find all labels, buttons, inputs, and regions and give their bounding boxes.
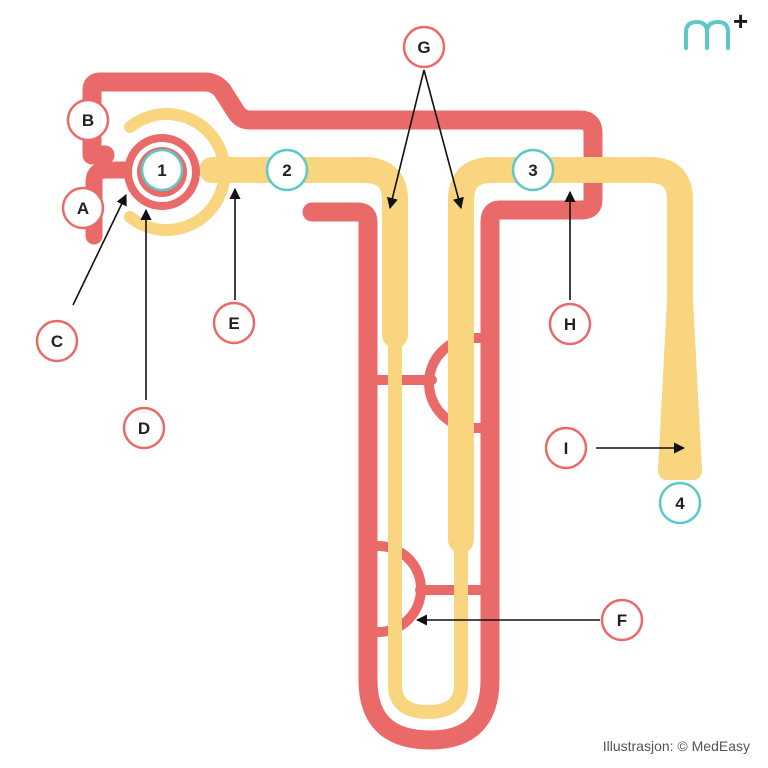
label-i: I (544, 426, 588, 470)
label-e-text: E (228, 314, 239, 333)
medeasy-logo: + m (684, 6, 748, 50)
label-i-text: I (564, 439, 569, 458)
number-3-text: 3 (528, 161, 537, 180)
collecting-duct (658, 300, 702, 480)
number-4: 4 (658, 481, 702, 525)
arrow-c (72, 193, 127, 306)
logo-plus-icon: + (733, 6, 748, 36)
peritubular-capillary-right (302, 200, 510, 750)
label-g: G (402, 25, 446, 69)
label-c: C (35, 319, 79, 363)
label-b-text: B (82, 111, 94, 130)
illustration-credit: Illustrasjon: © MedEasy (602, 738, 750, 754)
label-b: B (66, 98, 110, 142)
label-a-text: A (77, 199, 89, 218)
number-1-text: 1 (157, 161, 166, 180)
label-g-text: G (417, 38, 430, 57)
label-a: A (61, 186, 105, 230)
label-h: H (548, 302, 592, 346)
loop-of-henle-bottom (388, 678, 468, 719)
label-f-text: F (617, 611, 627, 630)
label-d: D (122, 406, 166, 450)
number-3: 3 (511, 148, 555, 192)
number-1: 1 (140, 148, 184, 192)
ascending-limb-thick (448, 157, 693, 553)
arrow-g-left (386, 69, 425, 210)
label-d-text: D (138, 419, 150, 438)
number-4-text: 4 (675, 494, 685, 513)
afferent-arteriole (85, 161, 134, 245)
logo-m-icon (684, 19, 730, 50)
arrow-g-right (423, 69, 464, 210)
efferent-arteriole (82, 72, 603, 220)
label-f: F (600, 598, 644, 642)
label-e: E (212, 301, 256, 345)
label-h-text: H (564, 315, 576, 334)
label-c-text: C (51, 332, 63, 351)
number-2: 2 (265, 148, 309, 192)
number-2-text: 2 (282, 161, 291, 180)
